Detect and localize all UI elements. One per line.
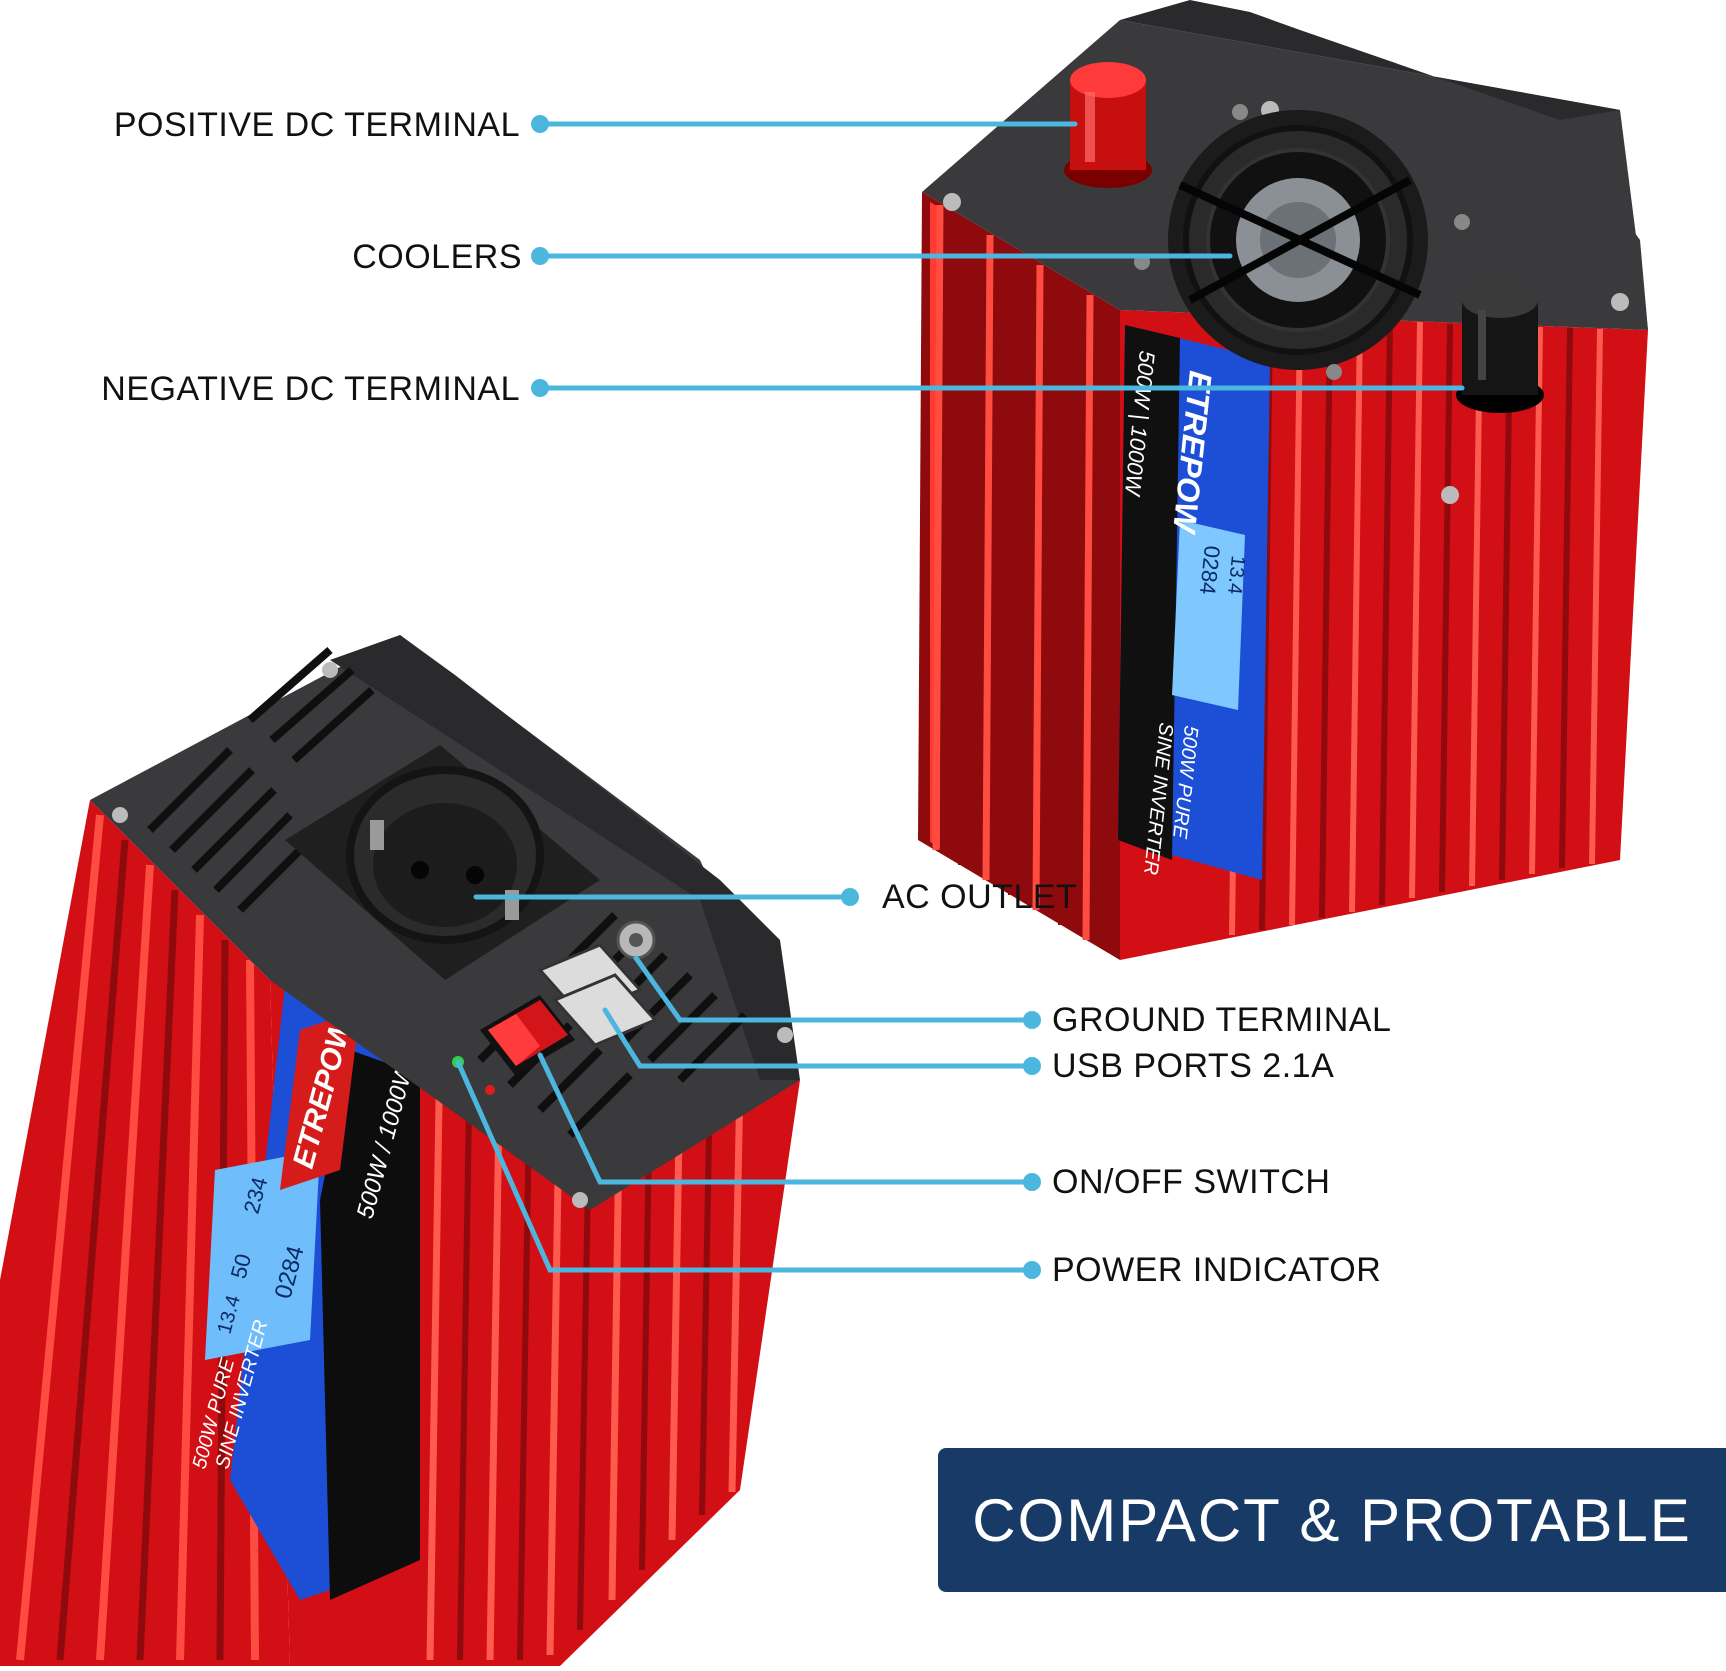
front-unit-left-side: [0, 800, 290, 1666]
leader-switch: [537, 1052, 1035, 1185]
screw-icon: [943, 193, 961, 211]
leader-dot: [1023, 1261, 1041, 1279]
label-ac-outlet: AC OUTLET: [882, 878, 1078, 916]
ground-terminal-icon: [616, 920, 656, 960]
back-unit-lcd-mid-group: 13.4: [1223, 554, 1249, 595]
label-positive-dc-terminal: POSITIVE DC TERMINAL: [113, 106, 520, 144]
label-power-indicator: POWER INDICATOR: [1052, 1251, 1382, 1289]
positive-terminal-icon: [1064, 62, 1152, 188]
label-on-off-switch: ON/OFF SWITCH: [1052, 1163, 1331, 1201]
screw-icon: [1441, 486, 1459, 504]
back-unit-left-side: [918, 192, 1120, 960]
back-unit-lcd-top: 0284: [1195, 544, 1225, 595]
cooling-fan-icon: [1134, 104, 1470, 380]
label-usb-ports: USB PORTS 2.1A: [1052, 1047, 1335, 1085]
screw-icon: [1611, 293, 1629, 311]
leader-dot: [531, 115, 549, 133]
screw-icon: [322, 662, 338, 678]
leader-dot: [1023, 1057, 1041, 1075]
screw-icon: [112, 807, 128, 823]
label-negative-dc-terminal: NEGATIVE DC TERMINAL: [101, 370, 520, 408]
front-unit-lcd: [205, 1150, 320, 1360]
callout-leaders: [455, 115, 1465, 1279]
tagline-text: COMPACT & PROTABLE: [972, 1486, 1692, 1554]
leader-power-indicator: [455, 1059, 1035, 1273]
leader-dot: [531, 379, 549, 397]
back-unit-top-plate-right: [1575, 150, 1648, 330]
leader-dot: [841, 888, 859, 906]
leader-dot: [1023, 1011, 1041, 1029]
front-unit-left-fins: [16, 814, 259, 1661]
back-unit-mounting-flange: [1120, 0, 1620, 120]
tagline-banner: COMPACT & PROTABLE: [938, 1448, 1726, 1592]
screw-icon: [777, 1027, 793, 1043]
front-unit-brand-band: [280, 1010, 360, 1190]
back-inverter-unit: ETREPOW 500W | 1000W 0284 13.4 500W PURE…: [918, 0, 1648, 960]
fault-led-icon: [485, 1085, 495, 1095]
leader-usb: [602, 1007, 1035, 1069]
label-ground-terminal: GROUND TERMINAL: [1052, 1001, 1392, 1039]
label-coolers: COOLERS: [352, 238, 522, 276]
leader-dot: [1023, 1173, 1041, 1191]
back-unit-lcd: [1172, 520, 1245, 710]
back-unit-label-strip: [1118, 325, 1180, 860]
screw-icon: [572, 1192, 588, 1208]
front-inverter-unit: ETREPOW 500W / 1000W 234 50 0284 13.4 50…: [0, 635, 800, 1666]
negative-terminal-icon: [1456, 282, 1544, 413]
leader-dot: [531, 247, 549, 265]
front-unit-mounting-flange: [330, 635, 800, 1080]
leader-ground: [633, 955, 1035, 1023]
back-unit-lcd-mid: 13.4: [1223, 554, 1249, 595]
power-switch-icon: [480, 995, 575, 1075]
front-unit-label-strip: [320, 1050, 420, 1600]
back-unit-lcd-text: 0284: [1195, 544, 1225, 595]
